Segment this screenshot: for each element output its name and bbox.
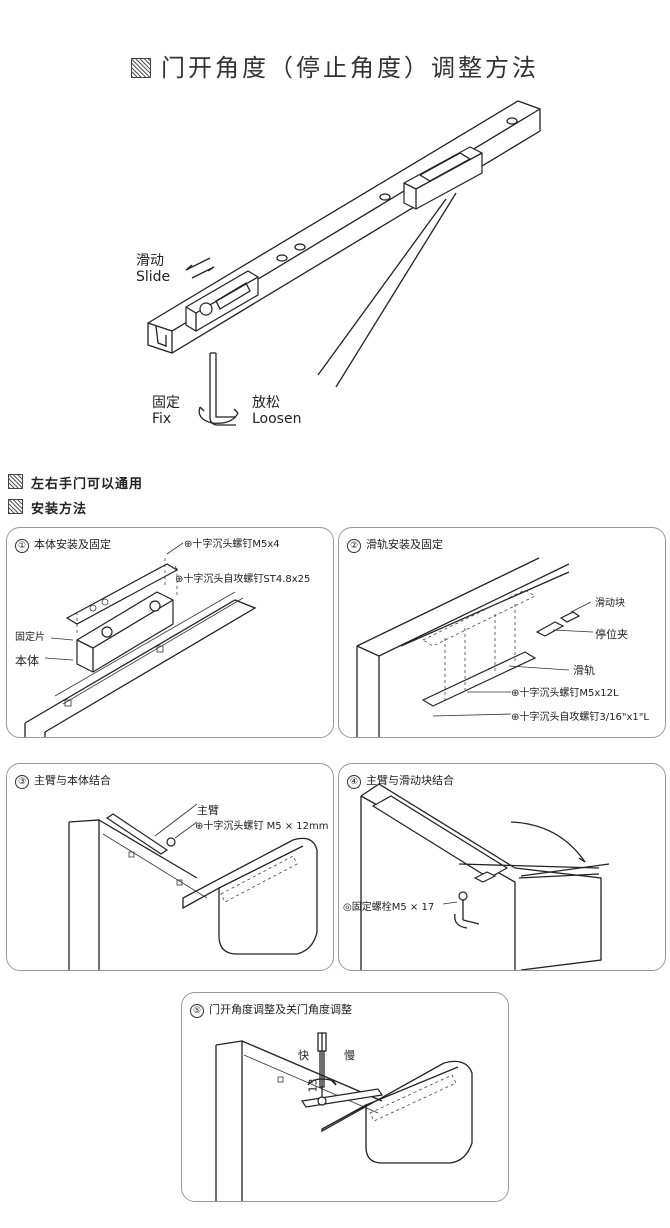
slide-label: 滑动 Slide [136, 253, 171, 285]
arm-screw-label: ⊕十字沉头螺钉 M5 × 12mm [195, 821, 329, 832]
fixing-plate-label: 固定片 [15, 632, 45, 643]
step-2-drawing [356, 557, 594, 737]
step-1-drawing [24, 542, 257, 737]
step-3-drawing [68, 803, 318, 970]
section-heading-universal: 左右手门可以通用 [8, 473, 143, 492]
screw-m5x4-label: ⊕十字沉头螺钉M5x4 [184, 539, 280, 550]
rail-self-tapping-screw-label: ⊕十字沉头自攻螺钉3/16"x1"L [511, 712, 649, 723]
slider-label: 滑动块 [595, 598, 625, 609]
rail-screw-label: ⊕十字沉头螺钉M5x12L [511, 688, 619, 699]
hatched-square-icon [8, 474, 23, 489]
hatched-square-icon [131, 58, 151, 78]
slide-rail-drawing [147, 100, 541, 426]
stop-clip-label: 停位夹 [595, 628, 628, 641]
loosen-label: 放松 Loosen [252, 395, 302, 427]
self-tapping-screw-label: ⊕十字沉头自攻螺钉ST4.8x25 [175, 574, 311, 585]
fixing-bolt-label: ◎固定螺栓M5 × 17 [343, 902, 435, 913]
hatched-square-icon [8, 499, 23, 514]
slide-rail-illustration: 滑动 Slide 固定 Fix 放松 Loosen [0, 95, 670, 435]
rail-label: 滑轨 [573, 664, 595, 677]
page-title: 门开角度（停止角度）调整方法 [0, 48, 670, 83]
step-4-drawing [360, 783, 610, 970]
section-heading-installation: 安装方法 [8, 498, 87, 517]
wrench-size-label: 13 [306, 1078, 320, 1093]
slow-label: 慢 [344, 1049, 355, 1062]
fast-label: 快 [298, 1049, 309, 1062]
body-label: 本体 [15, 654, 40, 668]
step-5-drawing [215, 1032, 473, 1201]
fix-label: 固定 Fix [152, 395, 180, 427]
main-arm-label: 主臂 [197, 804, 219, 817]
